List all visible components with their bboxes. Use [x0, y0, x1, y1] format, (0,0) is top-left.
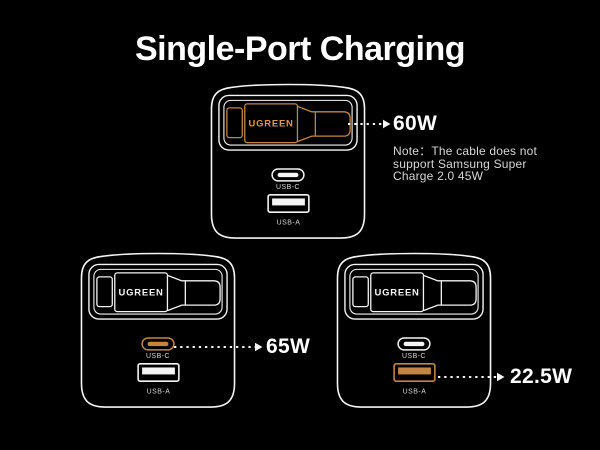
retractable-cable: UGREEN [96, 272, 221, 313]
charger-illustration: UGREEN USB-C USB-A [80, 252, 236, 408]
charger-bottom-left: UGREEN USB-C USB-A [78, 251, 238, 410]
charger-body-outline [336, 252, 492, 408]
usb-a-port-outline [393, 362, 436, 382]
arrow-60w-icon [348, 119, 391, 129]
charger-body-outline [210, 83, 366, 239]
arrow-22-5w-icon [438, 372, 505, 382]
cable-connector [244, 103, 299, 144]
usb-a-label: USB-A [277, 220, 301, 227]
usb-c-port-pin [277, 172, 299, 178]
charger-illustration: UGREEN USB-C USB-A [336, 252, 492, 408]
usb-a-label: USB-A [147, 389, 171, 396]
cable-recess-outer [344, 263, 484, 320]
usb-c-port-outline [397, 337, 431, 351]
wattage-label-cable: 60W [393, 112, 438, 135]
note-line: Charge 2.0 45W [393, 169, 484, 184]
usb-c-label: USB-C [402, 353, 426, 360]
usb-a-port-pin [398, 367, 431, 375]
usb-a-port-pin [272, 198, 305, 206]
usb-c-label: USB-C [146, 353, 170, 360]
usb-c-label: USB-C [276, 184, 300, 191]
usb-c-port [141, 337, 175, 351]
cable-recess-outer [218, 94, 358, 151]
usb-c-port [397, 337, 431, 351]
usb-c-port-outline [271, 168, 305, 182]
brand-logo: UGREEN [119, 288, 164, 299]
usb-c-port-outline [141, 337, 175, 351]
usb-a-port-outline [267, 193, 310, 213]
usb-a-port [267, 193, 310, 213]
cable-recess-inner [93, 268, 223, 315]
usb-c-port [271, 168, 305, 182]
charger-top: UGREEN USB-C USB-A [208, 82, 368, 241]
charger-bottom-right: UGREEN USB-C USB-A [334, 251, 494, 410]
usb-c-port-pin [147, 341, 169, 347]
brand-logo: UGREEN [375, 288, 420, 299]
usb-a-port [393, 362, 436, 382]
cable-connector [114, 272, 169, 313]
cable-recess-inner [223, 99, 353, 146]
cable-tip [96, 276, 113, 308]
usb-a-label: USB-A [403, 389, 427, 396]
cable-housing [167, 274, 221, 312]
cable-tip [226, 107, 243, 139]
page-title: Single-Port Charging [135, 30, 466, 68]
usb-a-port-pin [142, 367, 175, 375]
charger-body-outline [80, 252, 236, 408]
charger-illustration: UGREEN USB-C USB-A [210, 83, 366, 239]
usb-a-port-outline [137, 362, 180, 382]
wattage-label-usb-a: 22.5W [510, 365, 573, 388]
note-line: Note：The cable does not [393, 144, 538, 158]
cable-connector [370, 272, 425, 313]
cable-recess-inner [349, 268, 479, 315]
brand-logo: UGREEN [249, 119, 294, 130]
usb-a-port [137, 362, 180, 382]
note-text: Note：The cable does not support Samsung … [393, 145, 573, 183]
cable-recess-outer [88, 263, 228, 320]
cable-housing [423, 274, 477, 312]
usb-c-port-pin [403, 341, 425, 347]
retractable-cable: UGREEN [352, 272, 477, 313]
wattage-label-usb-c: 65W [266, 335, 311, 358]
cable-tip [352, 276, 369, 308]
note-line: support Samsung Super [393, 156, 527, 171]
arrow-65w-icon [174, 342, 263, 352]
